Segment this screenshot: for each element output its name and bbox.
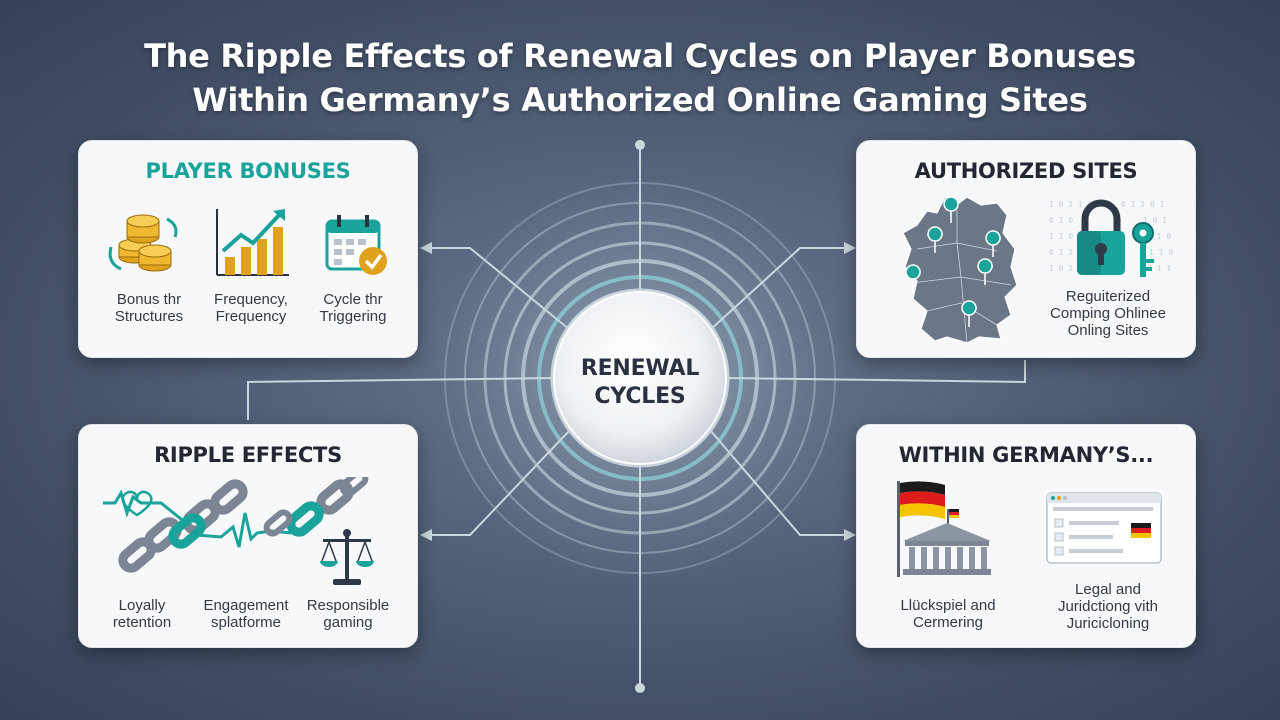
coins-icon bbox=[108, 214, 178, 272]
connector-lines bbox=[247, 140, 1026, 690]
chain-icon bbox=[103, 477, 369, 573]
scales-icon bbox=[320, 529, 374, 585]
card-within-germany: WITHIN GERMANY’S... bbox=[856, 424, 1196, 648]
page-title: The Ripple Effects of Renewal Cycles on … bbox=[0, 34, 1280, 122]
card-title: AUTHORIZED SITES bbox=[914, 159, 1138, 183]
item-label-line: gaming bbox=[323, 614, 373, 631]
svg-text:1 0 1 1 0: 1 0 1 1 0 bbox=[1049, 200, 1093, 209]
calendar-check-icon bbox=[325, 215, 387, 275]
card-ripple-effects: RIPPLE EFFECTS Loyally bbox=[78, 424, 418, 648]
title-line-2: Within Germany’s Authorized Online Gamin… bbox=[192, 81, 1088, 119]
center-label-line-2: CYCLES bbox=[594, 384, 686, 409]
svg-text:1 0 1 0: 1 0 1 0 bbox=[1049, 264, 1083, 273]
item-label-line: Llückspiel and bbox=[900, 597, 996, 614]
item-label-line: Loyally bbox=[118, 597, 166, 614]
center-label-line-1: RENEWAL bbox=[580, 356, 700, 381]
player-bonus-item-3: Cycle thr Triggering bbox=[303, 291, 403, 325]
item-label-line: Reguiterized bbox=[1065, 288, 1151, 305]
item-label-line: Triggering bbox=[319, 308, 387, 325]
bar-chart-icon bbox=[216, 209, 289, 276]
svg-text:1 1 0: 1 1 0 bbox=[1049, 232, 1073, 241]
flag-building-icon bbox=[897, 481, 991, 577]
item-label-line: Juricicloning bbox=[1066, 615, 1150, 632]
svg-text:0 1 1: 0 1 1 bbox=[1049, 248, 1073, 257]
card-title: PLAYER BONUSES bbox=[145, 159, 351, 183]
authorized-sites-item-label: Reguiterized Comping Ohlinee Onling Site… bbox=[1033, 288, 1183, 339]
svg-text:0 1 0: 0 1 0 bbox=[1147, 232, 1171, 241]
item-label-line: Onling Sites bbox=[1067, 322, 1149, 339]
center-node bbox=[553, 291, 727, 465]
browser-window-icon bbox=[1046, 492, 1162, 564]
card-title: WITHIN GERMANY’S... bbox=[898, 443, 1154, 467]
card-player-bonuses: PLAYER BONUSES bbox=[78, 140, 418, 358]
item-label-line: Juridctiong vith bbox=[1057, 598, 1159, 615]
card-authorized-sites: AUTHORIZED SITES 1 0 1 1 0 0 1 1 0 1 0 1 … bbox=[856, 140, 1196, 358]
player-bonus-item-1: Bonus thr Structures bbox=[99, 291, 199, 325]
item-label-line: Comping Ohlinee bbox=[1050, 305, 1166, 322]
svg-text:0 1 1 0 1: 0 1 1 0 1 bbox=[1121, 200, 1165, 209]
player-bonus-item-2: Frequency, Frequency bbox=[201, 291, 301, 325]
item-label-line: Frequency bbox=[215, 308, 287, 325]
svg-text:0 1 1: 0 1 1 bbox=[1147, 264, 1171, 273]
item-label-line: Cermering bbox=[912, 614, 984, 631]
svg-text:1 1 0: 1 1 0 bbox=[1149, 248, 1173, 257]
item-label-line: retention bbox=[112, 614, 172, 631]
ripple-effects-item-3: Responsible gaming bbox=[293, 597, 403, 631]
item-label-line: Engagement bbox=[203, 597, 289, 614]
title-line-1: The Ripple Effects of Renewal Cycles on … bbox=[144, 37, 1136, 75]
item-label-line: Frequency, bbox=[214, 291, 288, 308]
svg-text:0 1 0: 0 1 0 bbox=[1049, 216, 1073, 225]
padlock-key-icon: 1 0 1 1 0 0 1 1 0 1 0 1 0 1 0 1 1 1 0 0 1 0… bbox=[1049, 199, 1173, 277]
item-label-line: Responsible bbox=[306, 597, 390, 614]
item-label-line: Structures bbox=[114, 308, 184, 325]
card-title: RIPPLE EFFECTS bbox=[154, 443, 342, 467]
germany-map-icon bbox=[902, 196, 1018, 344]
item-label-line: Bonus thr bbox=[116, 291, 182, 308]
svg-text:1 0 1: 1 0 1 bbox=[1143, 216, 1167, 225]
center-label: RENEWAL CYCLES bbox=[540, 355, 740, 411]
item-label-line: Cycle thr bbox=[323, 291, 383, 308]
within-germany-item-2: Legal and Juridctiong vith Juricicloning bbox=[1033, 581, 1183, 632]
item-label-line: splatforme bbox=[210, 614, 282, 631]
ripple-effects-item-2: Engagement splatforme bbox=[191, 597, 301, 631]
ripple-effects-item-1: Loyally retention bbox=[87, 597, 197, 631]
within-germany-item-1: Llückspiel and Cermering bbox=[883, 597, 1013, 631]
item-label-line: Legal and bbox=[1075, 581, 1141, 598]
